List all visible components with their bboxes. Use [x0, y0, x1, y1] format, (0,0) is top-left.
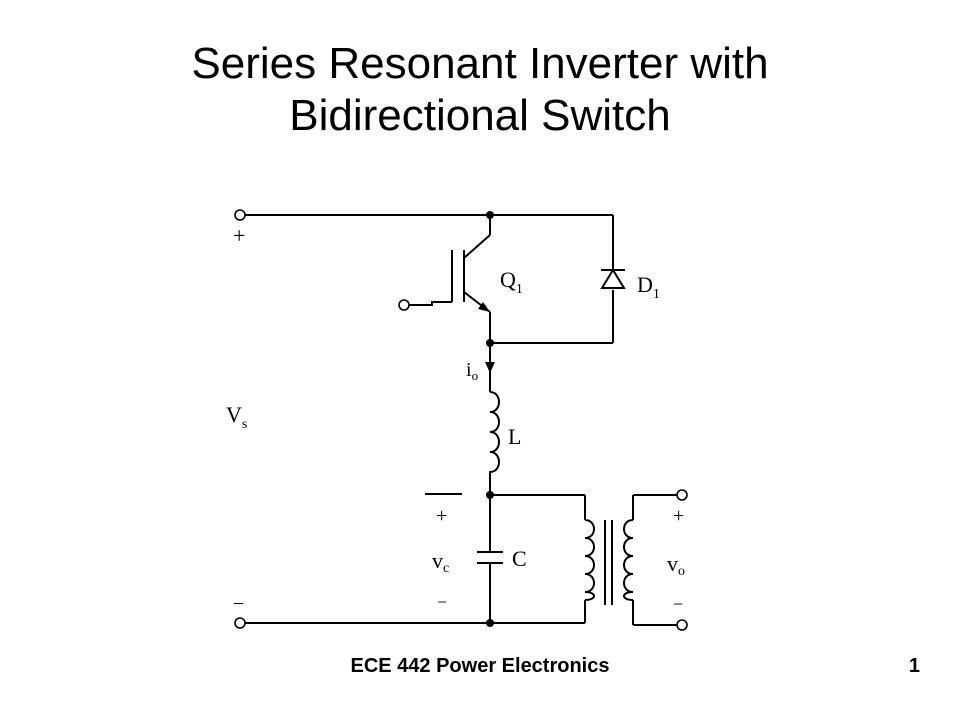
diode-d1	[600, 268, 626, 289]
d1-label: D1	[637, 272, 660, 302]
current-symbol: i	[466, 359, 472, 381]
cap-voltage-label: vc	[432, 548, 449, 576]
cap-plus-label: +	[436, 505, 447, 527]
inductor-label: L	[508, 424, 521, 449]
q1-collector-diag	[463, 234, 491, 259]
secondary-coil	[623, 519, 634, 601]
junction-mid	[486, 491, 494, 499]
junction-bottom	[486, 619, 494, 627]
q1-label: Q1	[500, 267, 523, 297]
gate-terminal	[398, 299, 410, 311]
title-line-1: Series Resonant Inverter with	[191, 39, 769, 88]
primary-coil	[584, 519, 595, 601]
output-voltage-subscript: o	[678, 564, 685, 579]
cap-voltage-subscript: c	[443, 561, 449, 576]
source-voltage-symbol: V	[226, 402, 242, 427]
output-minus-label: −	[673, 594, 683, 614]
source-minus-label: −	[233, 593, 244, 615]
inductor-coil	[489, 391, 500, 495]
capacitor-label: C	[512, 546, 527, 571]
output-plus-label: +	[673, 505, 684, 527]
junction-top	[486, 211, 494, 219]
source-plus-label: +	[233, 223, 245, 248]
source-voltage-label: Vs	[226, 402, 247, 432]
current-subscript: o	[472, 368, 479, 383]
source-plus-terminal	[234, 209, 246, 221]
footer-course-name: ECE 442 Power Electronics	[350, 655, 610, 677]
output-voltage-label: vo	[667, 551, 685, 579]
cap-voltage-symbol: v	[432, 548, 443, 573]
d1-symbol: D	[637, 272, 653, 297]
output-minus-terminal	[676, 619, 688, 631]
d1-subscript: 1	[653, 287, 660, 302]
junction-emitter	[486, 339, 494, 347]
page-number: 1	[908, 655, 920, 677]
cap-minus-label: −	[437, 592, 447, 612]
q1-subscript: 1	[516, 282, 523, 297]
source-voltage-subscript: s	[242, 417, 247, 432]
q1-symbol: Q	[500, 267, 516, 292]
output-plus-terminal	[676, 489, 688, 501]
slide-title: Series Resonant Inverter with Bidirectio…	[0, 38, 960, 142]
current-label: io	[466, 359, 478, 383]
current-arrow	[485, 362, 495, 373]
output-voltage-symbol: v	[667, 551, 678, 576]
q1-emitter-arrow	[478, 302, 490, 312]
source-minus-terminal	[234, 617, 246, 629]
title-line-2: Bidirectional Switch	[289, 91, 671, 140]
diode-triangle	[600, 268, 626, 289]
q1-gate-lead	[409, 301, 452, 306]
